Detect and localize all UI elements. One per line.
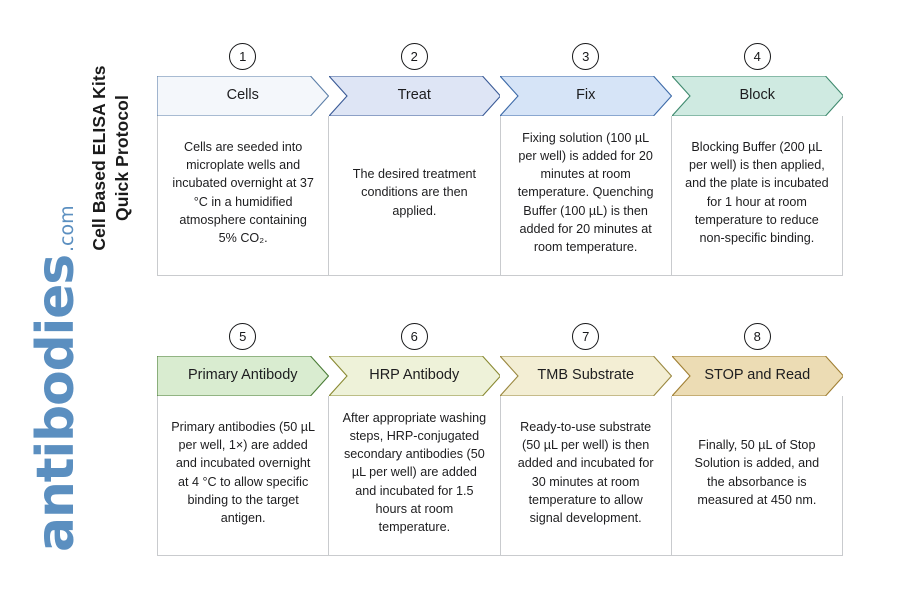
step-header-band: Cells Treat Fix Block: [157, 76, 843, 116]
chevron-shape: [500, 76, 672, 116]
step-header-1[interactable]: Cells: [157, 76, 329, 116]
logo-wordmark: antibodies: [26, 254, 86, 552]
step-number-1: 1: [157, 40, 329, 72]
step-number-5: 5: [157, 320, 329, 352]
step-body-text: Blocking Buffer (200 µL per well) is the…: [685, 139, 829, 245]
step-body-text: Cells are seeded into microplate wells a…: [172, 139, 314, 245]
step-header-3[interactable]: Fix: [500, 76, 672, 116]
chevron-shape: [500, 356, 672, 396]
antibodies-logo: antibodies .com: [26, 205, 142, 552]
step-number-circle: 2: [400, 42, 428, 70]
page-title-line-2: Quick Protocol: [112, 95, 132, 221]
step-body-band: Cells are seeded into microplate wells a…: [157, 116, 843, 276]
step-body-1: Cells are seeded into microplate wells a…: [158, 116, 330, 275]
step-header-8[interactable]: STOP and Read: [671, 356, 843, 396]
step-number-strip: 1 2 3 4: [157, 40, 843, 72]
step-number-circle: 1: [229, 42, 257, 70]
step-body-6: After appropriate washing steps, HRP-con…: [329, 396, 501, 555]
step-number-strip: 5 6 7 8: [157, 320, 843, 352]
step-header-label: Primary Antibody: [187, 367, 298, 384]
protocol-row-1: 1 2 3 4 Cells Treat Fix Block Cells are seeded…: [157, 40, 843, 276]
step-header-label: STOP and Read: [704, 367, 811, 384]
chevron-shape: [328, 356, 500, 396]
step-header-label: HRP Antibody: [369, 367, 460, 384]
step-body-text: After appropriate washing steps, HRP-con…: [342, 410, 487, 535]
step-body-text: Finally, 50 µL of Stop Solution is added…: [694, 438, 820, 507]
step-number-circle: 3: [572, 42, 600, 70]
step-number-circle: 4: [743, 42, 771, 70]
step-number-2: 2: [329, 40, 501, 72]
step-number-circle: 6: [400, 322, 428, 350]
step-number-circle: 5: [229, 322, 257, 350]
step-number-3: 3: [500, 40, 672, 72]
step-header-6[interactable]: HRP Antibody: [328, 356, 500, 396]
page-title: Cell Based ELISA Kits Quick Protocol: [56, 28, 166, 288]
chevron-shape: [328, 76, 500, 116]
step-number-8: 8: [672, 320, 844, 352]
step-number-4: 4: [672, 40, 844, 72]
step-body-band: Primary antibodies (50 µL per well, 1×) …: [157, 396, 843, 556]
step-body-text: Fixing solution (100 µL per well) is add…: [517, 130, 654, 255]
step-body-text: Primary antibodies (50 µL per well, 1×) …: [171, 419, 315, 525]
step-body-5: Primary antibodies (50 µL per well, 1×) …: [158, 396, 330, 555]
step-header-label: Block: [739, 87, 775, 104]
page-title-line-1: Cell Based ELISA Kits: [88, 65, 109, 251]
step-header-band: Primary Antibody HRP Antibody TMB Substrat…: [157, 356, 843, 396]
step-body-2: The desired treatment conditions are the…: [329, 116, 501, 275]
protocol-row-2: 5 6 7 8 Primary Antibody HRP Antibody TMB Sub…: [157, 320, 843, 556]
step-body-8: Finally, 50 µL of Stop Solution is added…: [672, 396, 842, 555]
chevron-shape: [157, 356, 329, 396]
chevron-shape: [671, 76, 843, 116]
logo-domain-suffix: .com: [56, 205, 78, 252]
step-number-circle: 8: [743, 322, 771, 350]
step-body-text: The desired treatment conditions are the…: [352, 167, 476, 218]
chevron-shape: [157, 76, 329, 116]
step-number-6: 6: [329, 320, 501, 352]
step-header-label: TMB Substrate: [537, 367, 635, 384]
step-body-7: Ready-to-use substrate (50 µL per well) …: [501, 396, 672, 555]
step-body-3: Fixing solution (100 µL per well) is add…: [501, 116, 672, 275]
step-header-2[interactable]: Treat: [328, 76, 500, 116]
step-header-4[interactable]: Block: [671, 76, 843, 116]
step-body-4: Blocking Buffer (200 µL per well) is the…: [672, 116, 842, 275]
step-number-7: 7: [500, 320, 672, 352]
step-header-label: Treat: [397, 87, 431, 104]
step-header-label: Fix: [576, 87, 596, 104]
step-header-7[interactable]: TMB Substrate: [500, 356, 672, 396]
chevron-shape: [671, 356, 843, 396]
step-header-label: Cells: [226, 87, 259, 104]
step-body-text: Ready-to-use substrate (50 µL per well) …: [517, 419, 654, 525]
step-header-5[interactable]: Primary Antibody: [157, 356, 329, 396]
step-number-circle: 7: [572, 322, 600, 350]
